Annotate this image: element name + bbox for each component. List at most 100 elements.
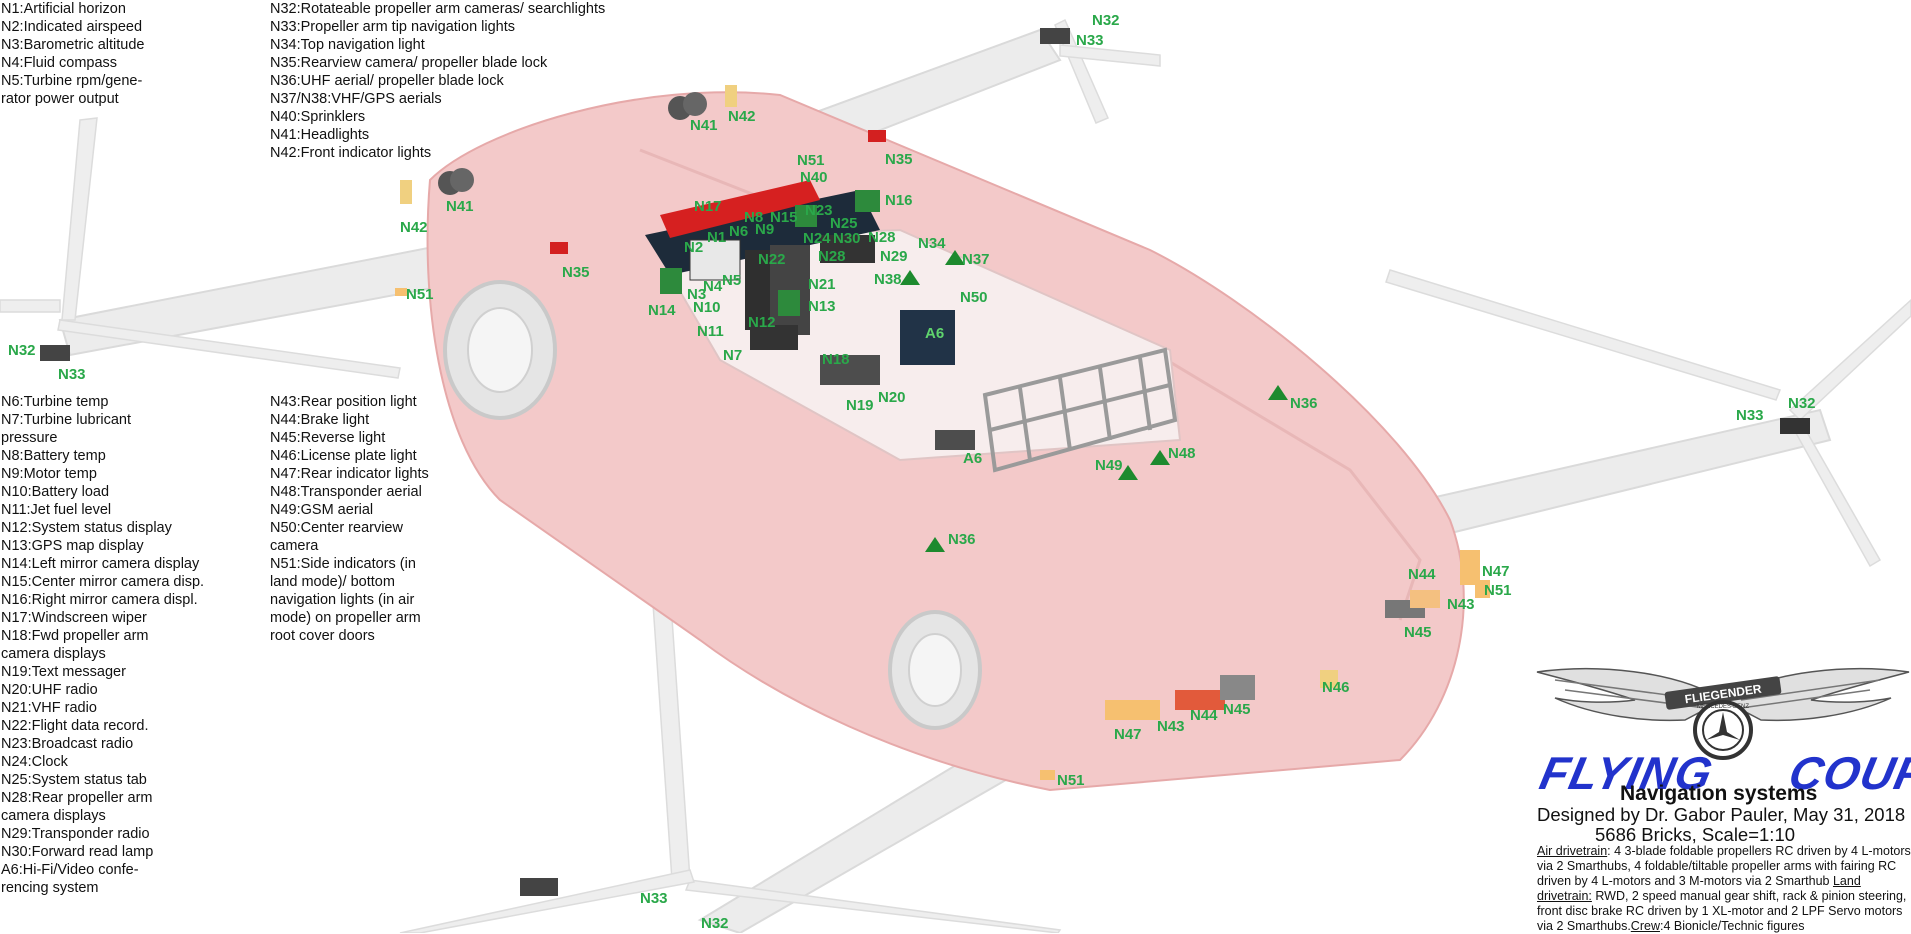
legend-exterior-1: N32:Rotateable propeller arm cameras/ se… xyxy=(270,0,680,162)
legend-item: N43:Rear position light xyxy=(270,394,417,410)
callout-label: N44 xyxy=(1190,707,1218,724)
callout-label: N28 xyxy=(818,248,846,265)
legend-item: N32:Rotateable propeller arm cameras/ se… xyxy=(270,1,606,17)
callout-label: N34 xyxy=(918,235,946,252)
spec-text: : 4 3-blade foldable propellers RC drive… xyxy=(1537,844,1911,888)
callout-label: N16 xyxy=(885,192,913,209)
spec-label: Crew xyxy=(1630,919,1660,933)
legend-item: N42:Front indicator lights xyxy=(270,145,432,161)
propeller-blades xyxy=(0,18,1911,933)
legend-item: N22:Flight data record. xyxy=(1,718,149,734)
legend-item: N7:Turbine lubricant pressure xyxy=(1,412,132,446)
callout-label: N17 xyxy=(694,198,722,215)
callout-label: N51 xyxy=(1484,582,1512,599)
callout-label: N18 xyxy=(822,351,850,368)
callout-label: N2 xyxy=(684,239,703,256)
legend-item: N2:Indicated airspeed xyxy=(1,19,143,35)
legend-item: N49:GSM aerial xyxy=(270,502,374,518)
callout-label: A6 xyxy=(963,450,982,467)
brick-count: 5686 Bricks, Scale=1:10 xyxy=(1595,824,1796,845)
title-block: FLIEGENDER MERCEDES-BENZ FLYING COUPE Na… xyxy=(1535,660,1911,933)
legend-item: N44:Brake light xyxy=(270,412,370,428)
legend-item: N21:VHF radio xyxy=(1,700,97,716)
callout-label: N9 xyxy=(755,221,774,238)
legend-item: N46:License plate light xyxy=(270,448,417,464)
legend-item: N14:Left mirror camera display xyxy=(1,556,200,572)
callout-label: N32 xyxy=(8,342,36,359)
callout-label: N13 xyxy=(808,298,836,315)
legend-item: N18:Fwd propeller arm camera displays xyxy=(1,628,149,662)
callout-label: N28 xyxy=(868,229,896,246)
callout-label: N20 xyxy=(878,389,906,406)
legend-item: N33:Propeller arm tip navigation lights xyxy=(270,19,516,35)
callout-label: N5 xyxy=(722,272,741,289)
callout-label: N30 xyxy=(833,230,861,247)
legend-item: N50:Center rearview camera xyxy=(270,520,403,554)
legend-exterior-2: N43:Rear position light N44:Brake light … xyxy=(270,393,470,645)
designer-credit: Designed by Dr. Gabor Pauler, May 31, 20… xyxy=(1537,804,1906,825)
legend-item: N30:Forward read lamp xyxy=(1,844,154,860)
legend-instruments-2: N6:Turbine temp N7:Turbine lubricant pre… xyxy=(1,393,256,897)
legend-item: N45:Reverse light xyxy=(270,430,386,446)
legend-instruments-1: N1:Artificial horizon N2:Indicated airsp… xyxy=(1,0,201,108)
callout-label: N24 xyxy=(803,230,831,247)
callout-label: N35 xyxy=(562,264,590,281)
callout-label: N48 xyxy=(1168,445,1196,462)
callout-label: N33 xyxy=(1076,32,1104,49)
callout-label: N42 xyxy=(400,219,428,236)
callout-label: N41 xyxy=(690,117,718,134)
legend-item: N12:System status display xyxy=(1,520,172,536)
spec-text: :4 Bionicle/Technic figures xyxy=(1659,919,1805,933)
callout-label: N51 xyxy=(406,286,434,303)
callout-label: N37 xyxy=(962,251,990,268)
legend-item: N20:UHF radio xyxy=(1,682,98,698)
callout-label: N51 xyxy=(1057,772,1085,789)
winged-emblem-logo: FLIEGENDER MERCEDES-BENZ xyxy=(1536,668,1910,760)
callout-label: N44 xyxy=(1408,566,1436,583)
legend-item: N41:Headlights xyxy=(270,127,370,143)
callout-label: N19 xyxy=(846,397,874,414)
legend-item: N5:Turbine rpm/gene- rator power output xyxy=(1,73,143,107)
legend-item: N10:Battery load xyxy=(1,484,110,500)
legend-item: N11:Jet fuel level xyxy=(1,502,112,518)
callout-label: A6 xyxy=(925,325,944,342)
legend-item: N37/N38:VHF/GPS aerials xyxy=(270,91,442,107)
callout-label: N7 xyxy=(723,347,742,364)
legend-item: N1:Artificial horizon xyxy=(1,1,126,17)
legend-item: N24:Clock xyxy=(1,754,68,770)
callout-label: N45 xyxy=(1223,701,1251,718)
callout-label: N29 xyxy=(880,248,908,265)
legend-item: N8:Battery temp xyxy=(1,448,106,464)
callout-label: N38 xyxy=(874,271,902,288)
callout-label: N12 xyxy=(748,314,776,331)
callout-label: N33 xyxy=(58,366,86,383)
callout-label: N14 xyxy=(648,302,676,319)
legend-item: N3:Barometric altitude xyxy=(1,37,145,53)
callout-label: N25 xyxy=(830,215,858,232)
callout-label: N22 xyxy=(758,251,786,268)
spec-text: RWD, 2 speed manual gear shift, rack & p… xyxy=(1537,889,1907,933)
legend-item: N9:Motor temp xyxy=(1,466,97,482)
callout-label: N10 xyxy=(693,299,721,316)
callout-label: N35 xyxy=(885,151,913,168)
legend-item: N6:Turbine temp xyxy=(1,394,109,410)
drivetrain-specs: Air drivetrain: 4 3-blade foldable prope… xyxy=(1537,844,1911,934)
callout-label: N32 xyxy=(1788,395,1816,412)
legend-item: N4:Fluid compass xyxy=(1,55,118,71)
callout-label: N15 xyxy=(770,209,798,226)
legend-item: N34:Top navigation light xyxy=(270,37,425,53)
callout-label: N32 xyxy=(1092,12,1120,29)
callout-label: N33 xyxy=(640,890,668,907)
callout-label: N36 xyxy=(1290,395,1318,412)
callout-label: N47 xyxy=(1114,726,1142,743)
legend-item: N29:Transponder radio xyxy=(1,826,150,842)
legend-item: N13:GPS map display xyxy=(1,538,144,554)
callout-label: N4 xyxy=(703,278,723,295)
legend-item: N15:Center mirror camera disp. xyxy=(1,574,205,590)
callout-label: N40 xyxy=(800,169,828,186)
callout-label: N42 xyxy=(728,108,756,125)
callout-label: N1 xyxy=(707,229,726,246)
callout-label: N6 xyxy=(729,223,748,240)
callout-label: N23 xyxy=(805,202,833,219)
legend-item: N40:Sprinklers xyxy=(270,109,366,125)
